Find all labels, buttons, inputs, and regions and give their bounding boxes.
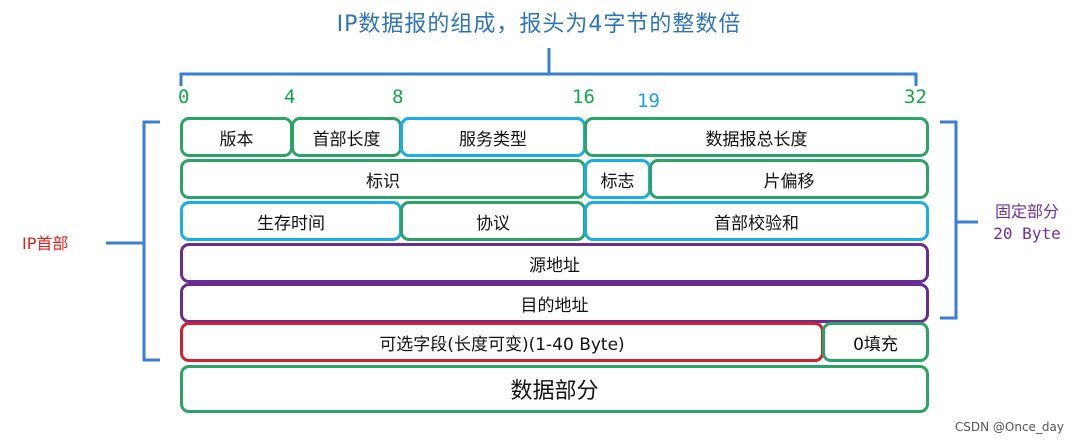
field-protocol: 协议 bbox=[400, 201, 586, 241]
diagram-title: IP数据报的组成，报头为4字节的整数倍 bbox=[336, 12, 742, 37]
fixed-part-label-line2: 20 Byte bbox=[993, 224, 1061, 243]
field-data: 数据部分 bbox=[180, 365, 929, 413]
field-destination-address: 目的地址 bbox=[180, 283, 929, 323]
fixed-part-label-line1: 固定部分 bbox=[994, 202, 1059, 221]
field-fragment-offset: 片偏移 bbox=[649, 159, 929, 199]
field-header-checksum: 首部校验和 bbox=[584, 201, 929, 241]
ip-header-label: IP首部 bbox=[22, 234, 69, 253]
bit-label-8: 8 bbox=[392, 86, 404, 108]
fixed-part-label: 固定部分 20 Byte bbox=[982, 201, 1072, 245]
field-service-type: 服务类型 bbox=[400, 117, 586, 157]
field-version: 版本 bbox=[180, 117, 293, 157]
bit-label-0: 0 bbox=[178, 86, 190, 108]
watermark: CSDN @Once_day bbox=[954, 420, 1064, 434]
field-total-length: 数据报总长度 bbox=[584, 117, 929, 157]
bit-label-32: 32 bbox=[904, 86, 927, 108]
field-flags: 标志 bbox=[584, 159, 651, 199]
right-bracket bbox=[940, 120, 958, 320]
field-padding: 0填充 bbox=[822, 322, 929, 362]
bit-label-16: 16 bbox=[572, 86, 595, 108]
bit-label-4: 4 bbox=[284, 86, 296, 108]
field-identification: 标识 bbox=[180, 159, 586, 199]
field-options: 可选字段(长度可变)(1-40 Byte) bbox=[180, 322, 824, 362]
left-bracket bbox=[142, 120, 160, 362]
field-source-address: 源地址 bbox=[180, 243, 929, 283]
field-header-length: 首部长度 bbox=[291, 117, 402, 157]
bit-label-19: 19 bbox=[637, 90, 660, 112]
field-ttl: 生存时间 bbox=[180, 201, 402, 241]
top-bracket bbox=[179, 72, 918, 86]
